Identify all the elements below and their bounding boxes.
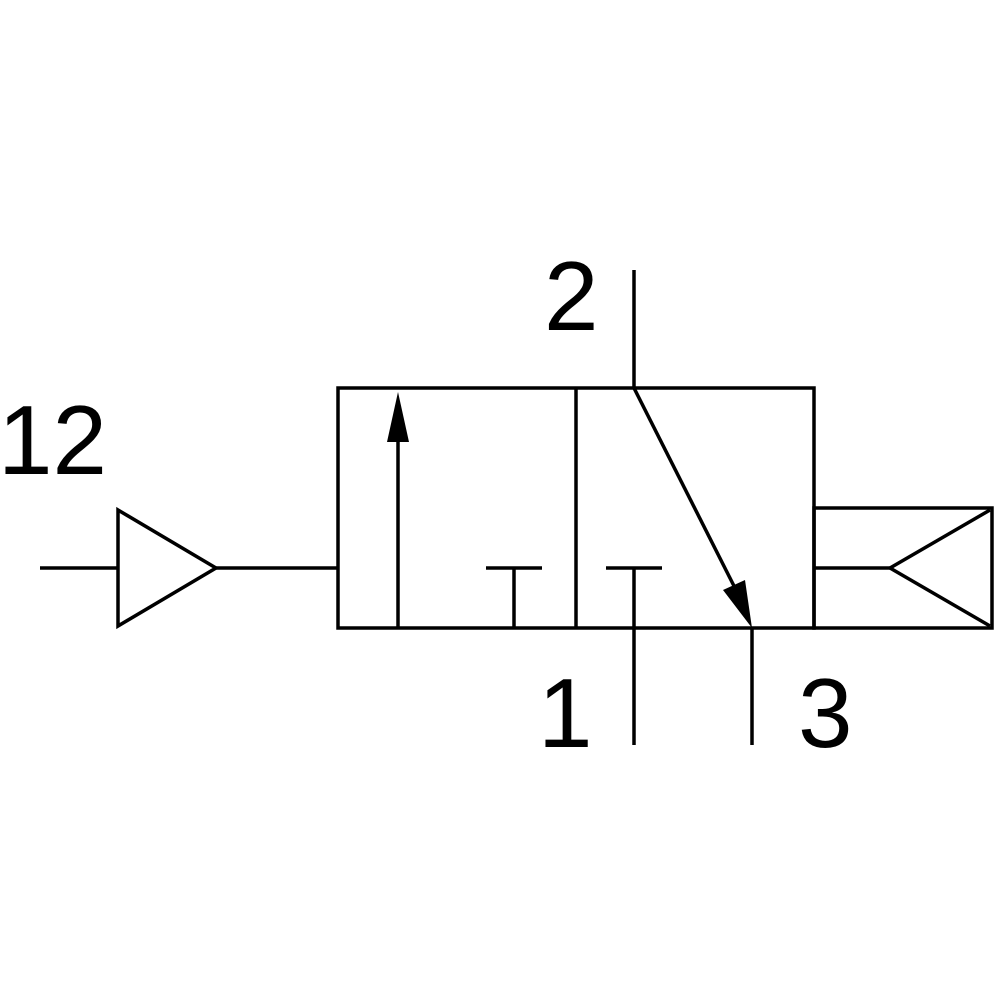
left-position-blocked-port-icon — [486, 566, 542, 628]
pilot-triangle-icon — [116, 506, 220, 630]
port-1-label: 1 — [538, 658, 593, 768]
port-2-label: 2 — [544, 241, 599, 351]
arrowhead-up-icon — [387, 392, 409, 442]
arrowhead-diagonal-icon — [723, 580, 752, 628]
port-3-label: 3 — [798, 658, 853, 768]
right-position-blocked-port-icon — [606, 566, 662, 628]
pilot-port-label: 12 — [0, 385, 107, 495]
left-position-flow-arrow — [387, 392, 409, 628]
return-actuator-icon — [812, 506, 994, 630]
right-position-flow-arrow — [632, 387, 752, 628]
